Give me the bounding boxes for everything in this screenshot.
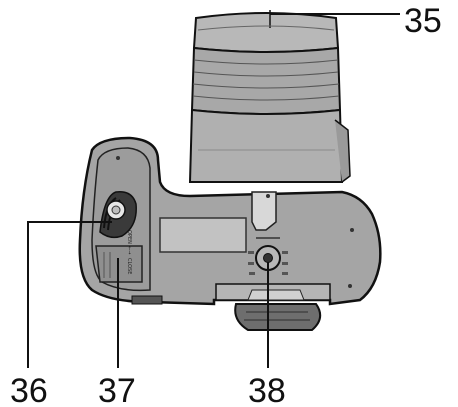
recessed-panel bbox=[159, 217, 247, 253]
leader-36 bbox=[27, 221, 112, 368]
lens-front-ring bbox=[192, 12, 340, 53]
eyecup bbox=[234, 303, 322, 331]
door-open-label: OPEN bbox=[126, 230, 132, 244]
lens-zoom-ring bbox=[190, 46, 342, 115]
door-close-label: CLOSE bbox=[126, 258, 132, 274]
flash-shoe-tab bbox=[251, 191, 277, 231]
door-arrow: ←→ bbox=[126, 246, 132, 254]
callout-38: 38 bbox=[248, 372, 286, 407]
callout-37: 37 bbox=[98, 372, 136, 407]
card-battery-door-latch bbox=[99, 191, 137, 239]
door-marking: OPEN ←→ CLOSE bbox=[126, 230, 132, 274]
lens-body bbox=[188, 108, 344, 183]
lens-barrel bbox=[188, 10, 351, 183]
leader-lines bbox=[27, 13, 400, 368]
camera-body: OPEN ←→ CLOSE bbox=[78, 136, 382, 331]
callout-36: 36 bbox=[10, 372, 48, 407]
callout-35: 35 bbox=[404, 2, 442, 40]
